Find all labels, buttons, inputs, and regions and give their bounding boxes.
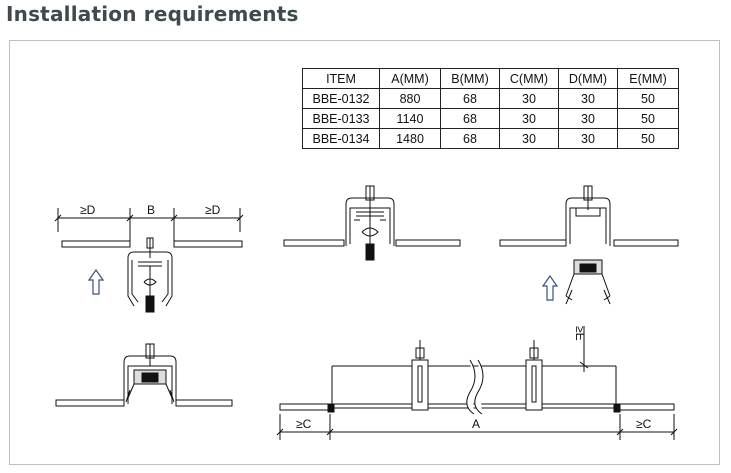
cell-e: 50 — [617, 108, 679, 129]
header-a: A(MM) — [379, 68, 441, 89]
spec-table: ITEM A(MM) B(MM) C(MM) D(MM) E(MM) BBE-0… — [302, 68, 679, 149]
d-right-label: ≥D — [205, 203, 221, 217]
header-e: E(MM) — [617, 68, 679, 89]
up-arrow-icon — [87, 268, 105, 295]
cell-item: BBE-0134 — [302, 128, 380, 149]
step1-fixture — [127, 237, 173, 313]
cell-c: 30 — [499, 108, 559, 129]
table-row: BBE-0134 1480 68 30 30 50 — [302, 128, 679, 149]
c-right-label: ≥C — [636, 417, 652, 431]
e-label: ≥E — [573, 326, 587, 341]
header-c: C(MM) — [499, 68, 559, 89]
table-row: BBE-0133 1140 68 30 30 50 — [302, 108, 679, 129]
cell-b: 68 — [440, 88, 500, 109]
step2-fixture-inserted — [283, 185, 461, 261]
page-title: Installation requirements — [6, 2, 299, 26]
d-left-label: ≥D — [80, 203, 96, 217]
diagram-frame — [9, 40, 720, 465]
step3-fixture-clips — [499, 185, 679, 305]
cell-item: BBE-0132 — [302, 88, 380, 109]
b-label: B — [147, 203, 155, 217]
up-arrow-icon — [541, 274, 559, 301]
cell-a: 1140 — [379, 108, 441, 129]
a-label: A — [472, 417, 480, 431]
header-b: B(MM) — [440, 68, 500, 89]
header-d: D(MM) — [558, 68, 618, 89]
step4-fixture-installed — [55, 343, 233, 407]
step1-ceiling-cutout — [54, 208, 244, 248]
linear-fixture-elevation — [276, 326, 678, 440]
cell-d: 30 — [558, 108, 618, 129]
cell-e: 50 — [617, 128, 679, 149]
c-left-label: ≥C — [296, 417, 312, 431]
